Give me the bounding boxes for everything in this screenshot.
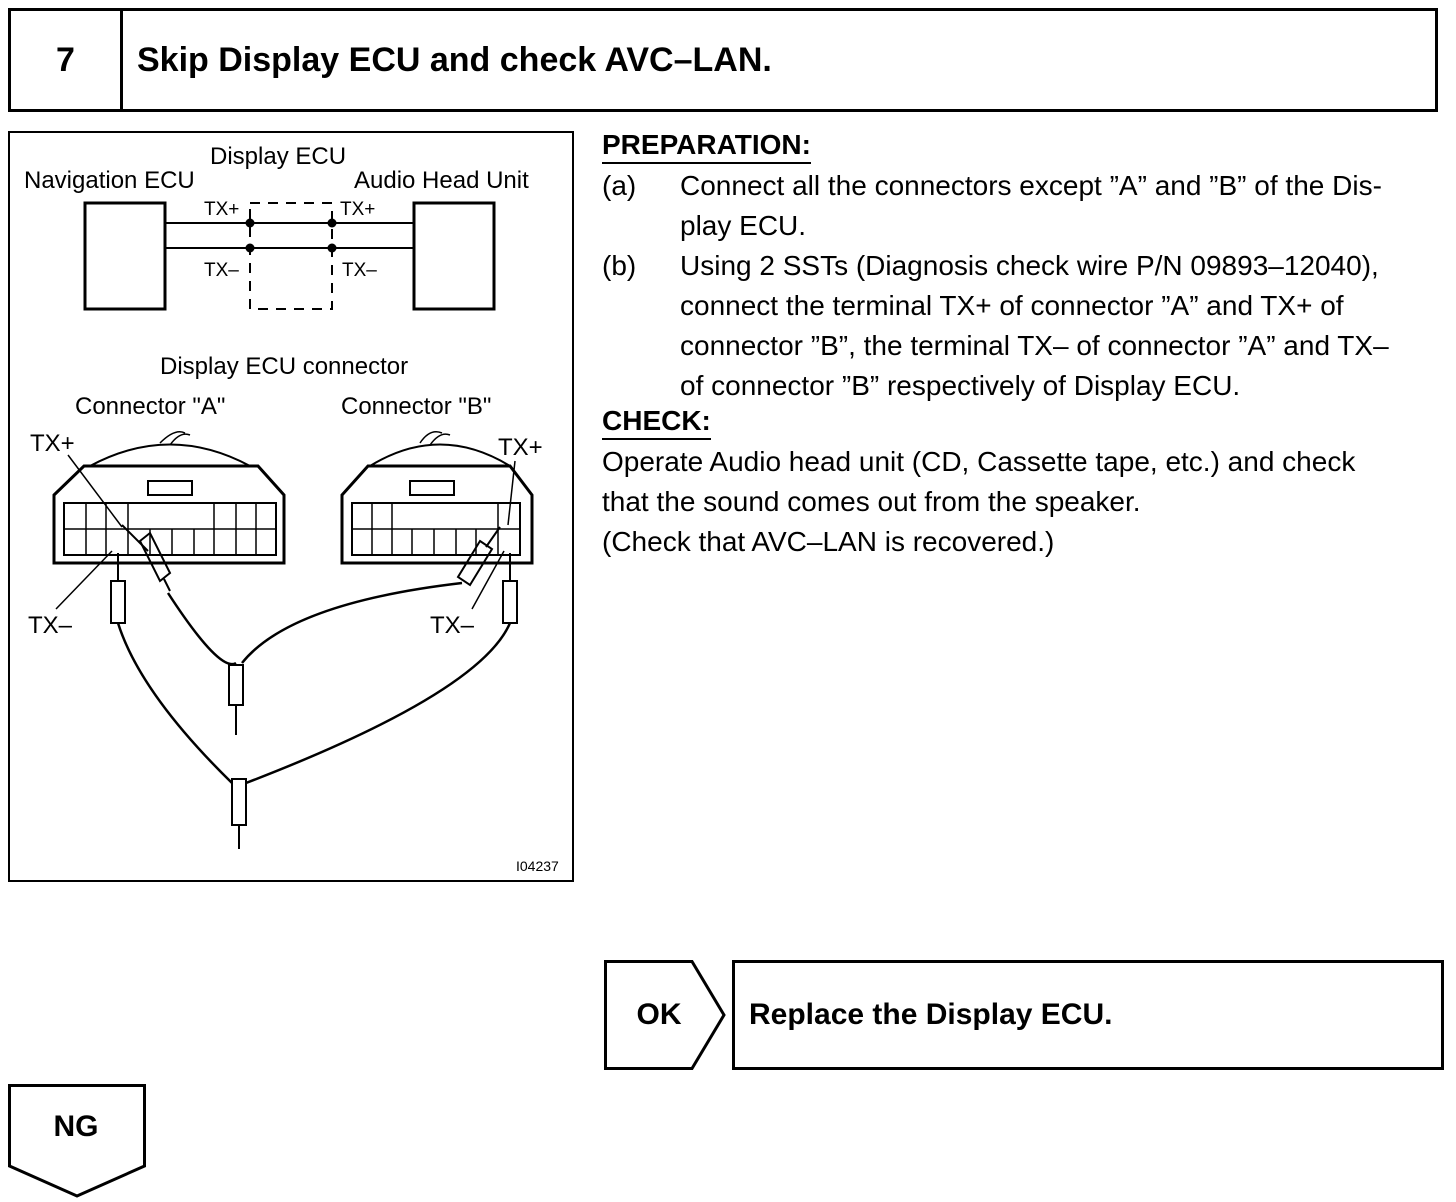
check-section: CHECK: xyxy=(602,404,711,440)
wire-label-tx-plus-right: TX+ xyxy=(340,199,375,220)
check-line: Operate Audio head unit (CD, Cassette ta… xyxy=(602,446,1356,477)
terminal-label-a-tx-plus: TX+ xyxy=(30,430,75,457)
joined-probe-lower xyxy=(231,778,247,849)
label-display-ecu-connector: Display ECU connector xyxy=(160,353,408,380)
label-navigation-ecu: Navigation ECU xyxy=(24,167,195,194)
wiring-figure: Display ECU Navigation ECU Audio Head Un… xyxy=(8,131,574,882)
ok-action-text: Replace the Display ECU. xyxy=(749,998,1113,1031)
prep-item-b-label: (b) xyxy=(602,250,637,281)
connector-a xyxy=(52,431,286,565)
prep-item-a-line: play ECU. xyxy=(680,210,807,241)
check-line: (Check that AVC–LAN is recovered.) xyxy=(602,526,1055,557)
label-connector-b: Connector "B" xyxy=(341,393,491,420)
step-title: Skip Display ECU and check AVC–LAN. xyxy=(137,40,772,79)
joined-probe-upper xyxy=(228,664,244,735)
terminal-label-b-tx-plus: TX+ xyxy=(498,434,543,461)
connector-b xyxy=(340,431,534,565)
wire-label-tx-minus-left: TX– xyxy=(204,260,239,281)
wire-label-tx-plus-left: TX+ xyxy=(204,199,239,220)
terminal-label-b-tx-minus: TX– xyxy=(430,612,475,639)
prep-item-b-line: of connector ”B” respectively of Display… xyxy=(680,370,1241,401)
audio-head-unit-box xyxy=(412,201,496,311)
label-audio-head-unit: Audio Head Unit xyxy=(354,167,529,194)
preparation-section: PREPARATION: xyxy=(602,128,811,164)
figure-id: I04237 xyxy=(516,858,559,874)
probe-a-tx-plus xyxy=(121,524,172,592)
prep-item-a-text: Connect all the connectors except ”A” an… xyxy=(680,166,1446,246)
prep-item-b-line: connector ”B”, the terminal TX– of conne… xyxy=(680,330,1389,361)
junction-dot xyxy=(245,218,255,228)
check-text: Operate Audio head unit (CD, Cassette ta… xyxy=(602,442,1448,562)
probe-b-tx-plus xyxy=(456,526,501,587)
wire-label-tx-minus-right: TX– xyxy=(342,260,377,281)
check-line: that the sound comes out from the speake… xyxy=(602,486,1141,517)
prep-item-b-line: connect the terminal TX+ of connector ”A… xyxy=(680,290,1344,321)
ok-arrow-box xyxy=(604,960,726,1070)
step-number: 7 xyxy=(11,11,123,109)
step-header: 7 Skip Display ECU and check AVC–LAN. xyxy=(8,8,1438,112)
label-connector-a: Connector "A" xyxy=(75,393,225,420)
junction-dot xyxy=(327,218,337,228)
terminal-label-a-tx-minus: TX– xyxy=(28,612,73,639)
label-display-ecu: Display ECU xyxy=(210,143,346,170)
wiring-diagram: Display ECU Navigation ECU Audio Head Un… xyxy=(24,143,559,874)
junction-dot xyxy=(327,243,337,253)
junction-dot xyxy=(245,243,255,253)
preparation-heading: PREPARATION: xyxy=(602,128,811,164)
ng-label: NG xyxy=(53,1110,99,1143)
check-heading: CHECK: xyxy=(602,404,711,440)
prep-item-b-text: Using 2 SSTs (Diagnosis check wire P/N 0… xyxy=(680,246,1446,406)
ok-action-box: Replace the Display ECU. xyxy=(732,960,1444,1070)
prep-item-b-line: Using 2 SSTs (Diagnosis check wire P/N 0… xyxy=(680,250,1379,281)
ok-label: OK xyxy=(636,998,682,1031)
navigation-ecu-box xyxy=(83,201,167,311)
prep-item-a-line: Connect all the connectors except ”A” an… xyxy=(680,170,1382,201)
ng-arrow-box xyxy=(8,1084,146,1198)
display-ecu-dashed-box xyxy=(249,202,333,310)
prep-item-a-label: (a) xyxy=(602,170,637,201)
